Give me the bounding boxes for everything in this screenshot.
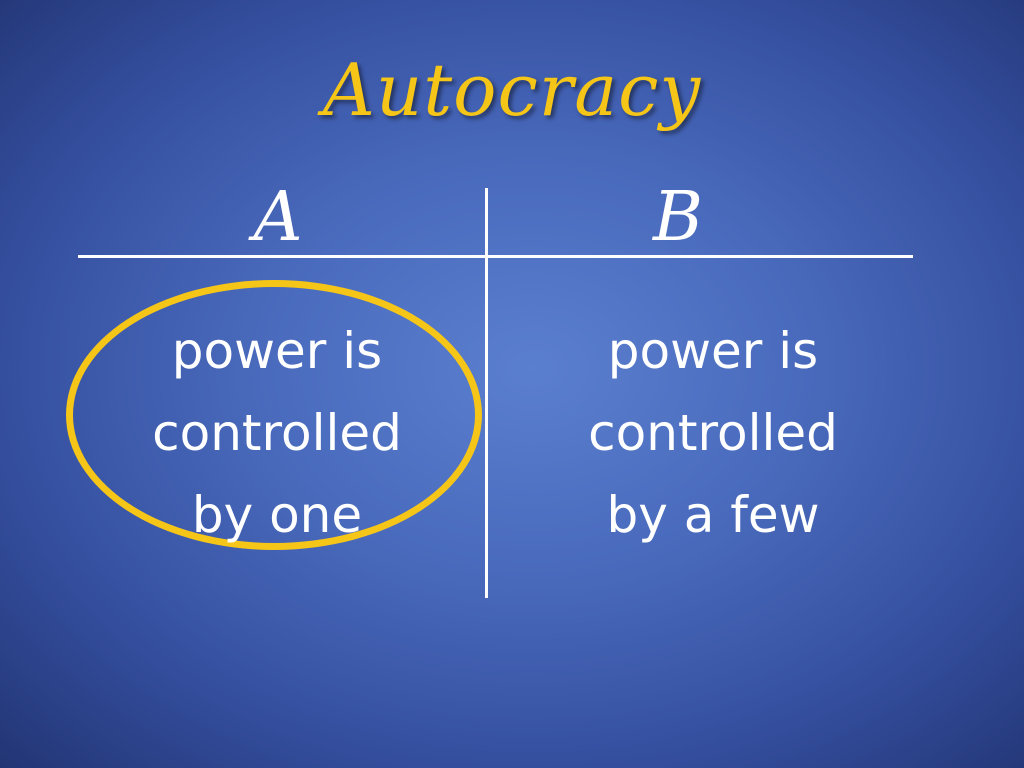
column-a-line: controlled — [152, 404, 402, 462]
column-b-line: power is — [607, 322, 819, 380]
table-vertical-divider — [485, 188, 488, 598]
column-b-line: controlled — [588, 404, 838, 462]
column-a-line: power is — [171, 322, 383, 380]
slide-title: Autocracy — [322, 48, 702, 132]
column-a-text: power is controlled by one — [107, 310, 447, 556]
column-b-heading: B — [653, 178, 703, 257]
column-a-heading: A — [253, 178, 303, 257]
table-horizontal-divider — [78, 255, 913, 258]
column-b-line: by a few — [606, 486, 820, 544]
column-a-line: by one — [191, 486, 363, 544]
column-b-text: power is controlled by a few — [543, 310, 883, 556]
highlight-circle — [66, 280, 482, 550]
